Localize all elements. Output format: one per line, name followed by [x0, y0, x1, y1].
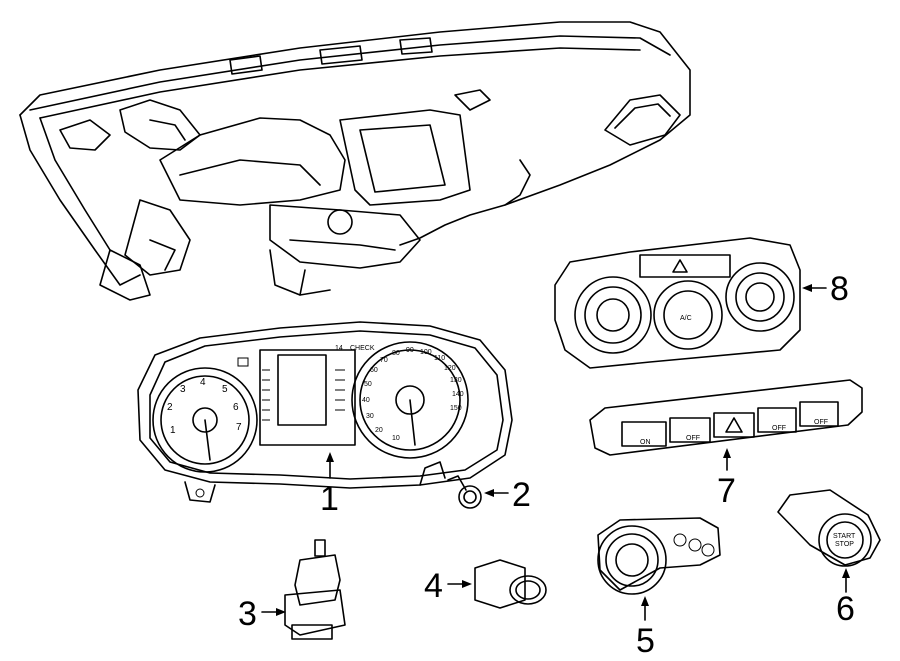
- cluster-mark-check: CHECK: [350, 345, 375, 352]
- speedo-label-30: 30: [366, 413, 374, 420]
- tach-label-7: 7: [236, 422, 242, 433]
- callout-3-label: 3: [238, 595, 257, 633]
- callout-1-label: 1: [320, 480, 339, 518]
- ignition-push-button: START STOP: [777, 489, 881, 567]
- center-display: 14 CHECK: [237, 345, 375, 446]
- callout-7-label: 7: [717, 472, 736, 510]
- start-label: START: [833, 533, 856, 540]
- instrument-panel-outline: [19, 21, 691, 301]
- speedo-label-150: 150: [450, 405, 462, 412]
- callout-6-label: 6: [836, 590, 855, 628]
- stop-label: STOP: [835, 541, 854, 548]
- callout-4-label: 4: [424, 567, 443, 605]
- speedo-label-40: 40: [362, 397, 370, 404]
- callout-1: 1: [320, 452, 339, 518]
- speedo-label-140: 140: [452, 391, 464, 398]
- mounting-screw: [447, 475, 482, 509]
- tach-label-4: 4: [200, 377, 206, 388]
- callout-3: 3: [238, 595, 286, 633]
- speedo-label-70: 70: [380, 357, 388, 364]
- climate-control-panel: A/C: [554, 237, 801, 369]
- tach-label-2: 2: [167, 402, 173, 413]
- speedo-label-50: 50: [364, 381, 372, 388]
- speedo-label-100: 100: [420, 349, 432, 356]
- tach-label-6: 6: [233, 402, 239, 413]
- callout-6: 6: [836, 568, 855, 628]
- speedo-label-130: 130: [450, 377, 462, 384]
- tachometer-gauge: 1 2 3 4 5 6 7: [152, 367, 258, 473]
- brake-lamp-switch: [284, 539, 346, 640]
- speedo-label-80: 80: [392, 350, 400, 357]
- switch-4-label: OFF: [772, 425, 786, 432]
- switch-5-label: OFF: [814, 419, 828, 426]
- callout-7: 7: [717, 448, 736, 510]
- callout-8-label: 8: [830, 270, 849, 308]
- tach-label-5: 5: [222, 384, 228, 395]
- cluster-mark-14: 14: [335, 345, 343, 352]
- switch-1-label: ON: [640, 439, 651, 446]
- callout-5: 5: [636, 596, 655, 660]
- speedo-label-60: 60: [370, 367, 378, 374]
- speedo-label-10: 10: [392, 435, 400, 442]
- instrument-cluster: 1 2 3 4 5 6 7 14 CHECK 10 20 30 40: [137, 321, 513, 503]
- tach-label-1: 1: [170, 425, 176, 436]
- speedo-label-110: 110: [434, 355, 445, 362]
- switch-2-label: OFF: [686, 435, 700, 442]
- trunk-release-switch: [474, 559, 547, 609]
- callout-8: 8: [802, 270, 849, 308]
- speedo-label-90: 90: [406, 347, 414, 354]
- speedo-label-120: 120: [444, 365, 456, 372]
- headlamp-switch: [597, 517, 721, 595]
- switch-bank: ON OFF OFF OFF: [589, 379, 863, 456]
- speedometer-gauge: 10 20 30 40 50 60 70 80 90 100 110 120 1…: [351, 341, 469, 459]
- callout-5-label: 5: [636, 622, 655, 660]
- callout-2: 2: [484, 476, 531, 514]
- ac-label: A/C: [680, 315, 692, 322]
- callout-2-label: 2: [512, 476, 531, 514]
- callout-4: 4: [424, 567, 472, 605]
- speedo-label-20: 20: [375, 427, 383, 434]
- tach-label-3: 3: [180, 384, 186, 395]
